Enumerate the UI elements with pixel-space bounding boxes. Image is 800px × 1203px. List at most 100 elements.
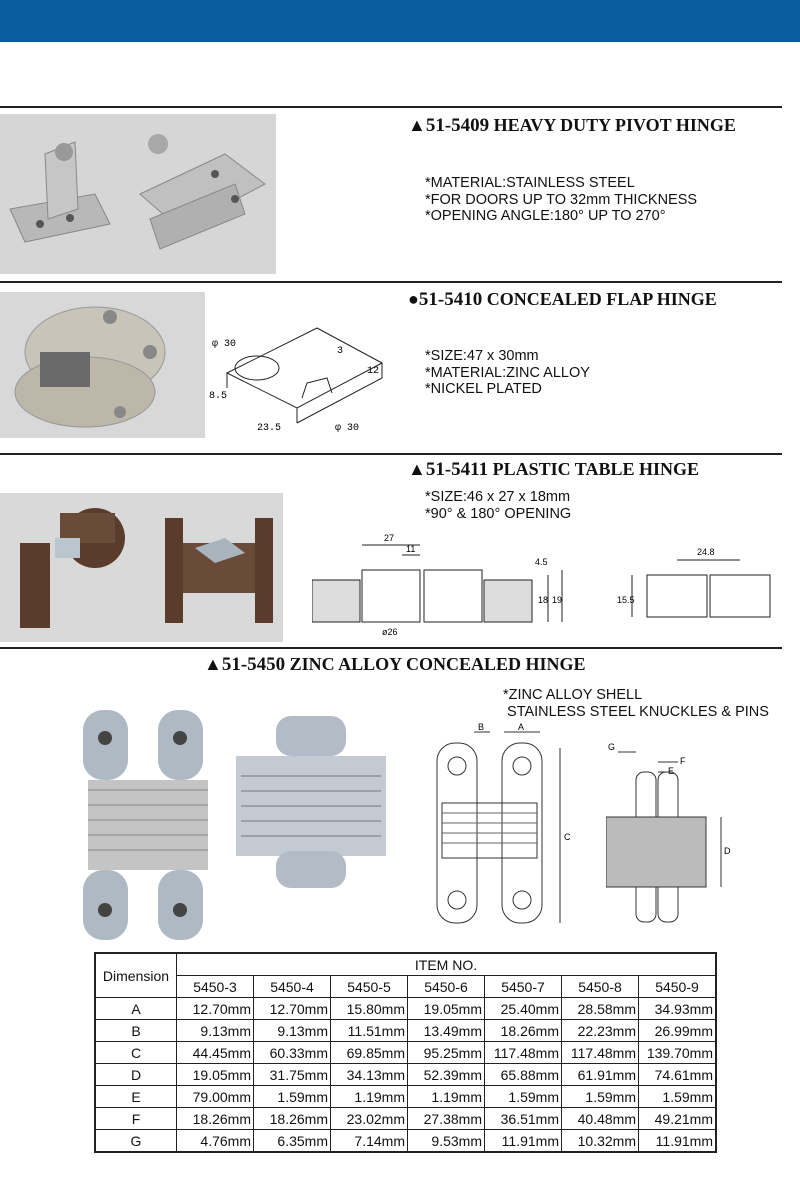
product-code: 51-5409 bbox=[425, 115, 490, 136]
table-cell: 34.13mm bbox=[330, 1063, 408, 1086]
table-cell: 18.26mm bbox=[176, 1107, 254, 1130]
table-cell: 117.48mm bbox=[561, 1041, 639, 1064]
product-name: ZINC ALLOY CONCEALED HINGE bbox=[289, 654, 586, 674]
table-cell: 31.75mm bbox=[253, 1063, 331, 1086]
section-divider bbox=[0, 281, 782, 283]
pivot-hinge-photo bbox=[0, 114, 276, 274]
dim-label: 27 bbox=[384, 533, 394, 543]
item-code: 5450-3 bbox=[176, 975, 254, 998]
item-code: 5450-7 bbox=[484, 975, 562, 998]
table-header-row: Dimension ITEM NO. bbox=[94, 952, 717, 998]
table-cell: 1.19mm bbox=[407, 1085, 485, 1108]
table-cell: 44.45mm bbox=[176, 1041, 254, 1064]
dimension-label: C bbox=[94, 1041, 177, 1064]
flap-hinge-photo bbox=[0, 292, 205, 438]
circle-marker-icon: ● bbox=[408, 289, 419, 309]
dim-label: 4.5 bbox=[535, 557, 548, 567]
dim-label: C bbox=[564, 832, 571, 842]
product-title-5410: ●51-5410 CONCEALED FLAP HINGE bbox=[408, 289, 717, 311]
section-divider bbox=[0, 106, 782, 108]
dim-label: A bbox=[518, 722, 524, 732]
table-cell: 23.02mm bbox=[330, 1107, 408, 1130]
table-cell: 11.91mm bbox=[638, 1129, 717, 1153]
table-cell: 1.59mm bbox=[638, 1085, 717, 1108]
section-divider bbox=[0, 647, 782, 649]
product-name: CONCEALED FLAP HINGE bbox=[486, 289, 717, 309]
spec-line: *OPENING ANGLE:180° UP TO 270° bbox=[425, 208, 666, 224]
dimension-label: E bbox=[94, 1085, 177, 1108]
concealed-hinge-photo-closed bbox=[236, 716, 386, 888]
table-cell: 69.85mm bbox=[330, 1041, 408, 1064]
table-cell: 4.76mm bbox=[176, 1129, 254, 1153]
spec-line: *FOR DOORS UP TO 32mm THICKNESS bbox=[425, 191, 698, 208]
product-specs-5409: *MATERIAL:STAINLESS STEEL *FOR DOORS UP … bbox=[425, 175, 697, 225]
section-divider bbox=[0, 453, 782, 455]
dimension-label: G bbox=[94, 1129, 177, 1153]
dim-label: 23.5 bbox=[257, 423, 281, 434]
table-cell: 11.91mm bbox=[484, 1129, 562, 1153]
dim-label: φ 30 bbox=[212, 339, 236, 350]
dim-label: E bbox=[668, 766, 674, 776]
table-cell: 19.05mm bbox=[176, 1063, 254, 1086]
dim-label: F bbox=[680, 756, 686, 766]
dimension-label: D bbox=[94, 1063, 177, 1086]
dim-label: B bbox=[478, 722, 484, 732]
table-cell: 79.00mm bbox=[176, 1085, 254, 1108]
table-cell: 1.59mm bbox=[484, 1085, 562, 1108]
table-cell: 10.32mm bbox=[561, 1129, 639, 1153]
product-code: 51-5411 bbox=[425, 459, 489, 480]
table-cell: 9.13mm bbox=[253, 1019, 331, 1042]
dimension-table: Dimension ITEM NO. 5450-3 5450-4 5450-5 … bbox=[94, 952, 717, 1153]
dimension-label: F bbox=[94, 1107, 177, 1130]
concealed-hinge-photo-open bbox=[78, 710, 218, 940]
table-cell: 74.61mm bbox=[638, 1063, 717, 1086]
product-title-5450: ▲51-5450 ZINC ALLOY CONCEALED HINGE bbox=[204, 654, 586, 676]
table-subheader-row: 5450-3 5450-4 5450-5 5450-6 5450-7 5450-… bbox=[95, 975, 717, 998]
concealed-hinge-side-drawing: G F E D bbox=[605, 742, 736, 937]
spec-line: *MATERIAL:ZINC ALLOY bbox=[425, 364, 590, 381]
table-cell: 12.70mm bbox=[176, 997, 254, 1020]
table-cell: 28.58mm bbox=[561, 997, 639, 1020]
table-cell: 95.25mm bbox=[407, 1041, 485, 1064]
table-cell: 34.93mm bbox=[638, 997, 717, 1020]
table-cell: 65.88mm bbox=[484, 1063, 562, 1086]
table-cell: 12.70mm bbox=[253, 997, 331, 1020]
dim-label: 19 bbox=[552, 595, 562, 605]
item-code: 5450-5 bbox=[330, 975, 408, 998]
item-code: 5450-6 bbox=[407, 975, 485, 998]
table-cell: 9.13mm bbox=[176, 1019, 254, 1042]
table-cell: 25.40mm bbox=[484, 997, 562, 1020]
table-cell: 13.49mm bbox=[407, 1019, 485, 1042]
product-code: 51-5410 bbox=[418, 289, 483, 310]
spec-line: *SIZE:46 x 27 x 18mm bbox=[425, 489, 571, 505]
dim-label: 3 bbox=[337, 346, 343, 357]
table-cell: 7.14mm bbox=[330, 1129, 408, 1153]
table-cell: 27.38mm bbox=[407, 1107, 485, 1130]
product-title-5411: ▲51-5411 PLASTIC TABLE HINGE bbox=[408, 459, 699, 481]
dim-label: G bbox=[608, 742, 615, 752]
table-cell: 52.39mm bbox=[407, 1063, 485, 1086]
triangle-marker-icon: ▲ bbox=[408, 459, 426, 479]
spec-line: STAINLESS STEEL KNUCKLES & PINS bbox=[503, 703, 769, 720]
table-cell: 36.51mm bbox=[484, 1107, 562, 1130]
dim-label: 12 bbox=[367, 366, 379, 377]
item-code: 5450-8 bbox=[561, 975, 639, 998]
table-cell: 9.53mm bbox=[407, 1129, 485, 1153]
table-hinge-photo bbox=[0, 493, 283, 642]
table-cell: 139.70mm bbox=[638, 1041, 717, 1064]
flap-hinge-drawing: φ 30 3 12 8.5 23.5 φ 30 bbox=[207, 318, 387, 443]
table-cell: 15.80mm bbox=[330, 997, 408, 1020]
triangle-marker-icon: ▲ bbox=[204, 654, 222, 674]
dim-label: 8.5 bbox=[209, 391, 227, 402]
table-cell: 40.48mm bbox=[561, 1107, 639, 1130]
table-cell: 1.59mm bbox=[253, 1085, 331, 1108]
dim-label: 11 bbox=[406, 544, 415, 554]
dim-label: ø26 bbox=[382, 627, 398, 637]
